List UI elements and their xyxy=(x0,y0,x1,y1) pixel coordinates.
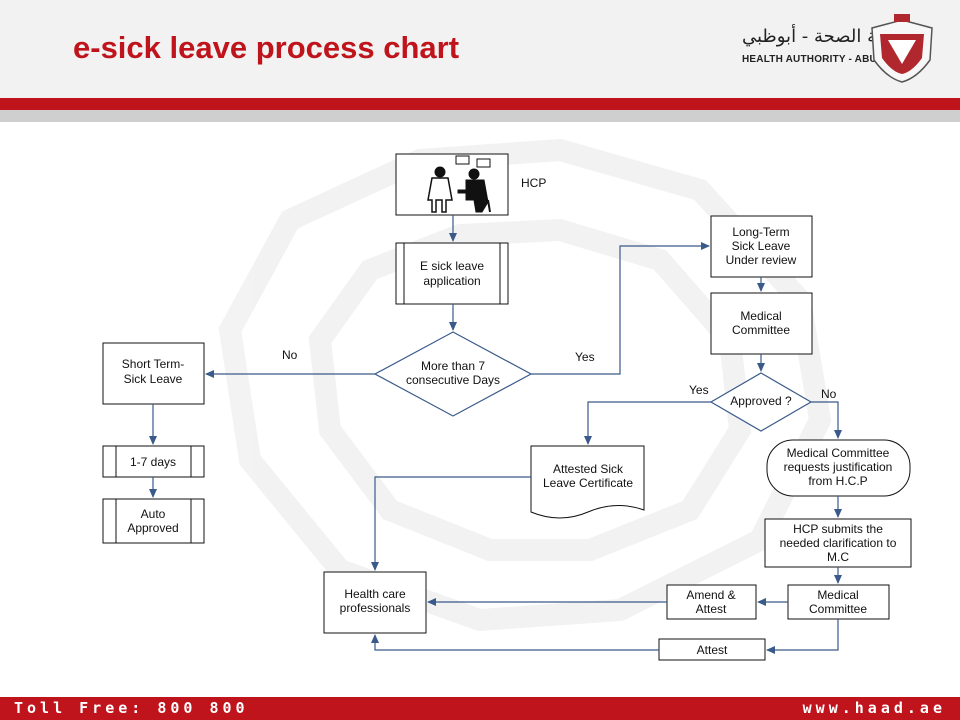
attested-certificate-line-1: Attested Sick xyxy=(553,462,624,476)
medical-committee-top-line-1: Medical xyxy=(740,309,781,323)
arrow-committee-to-attest xyxy=(767,619,838,650)
days-box: 1-7 days xyxy=(103,446,204,477)
footer-toll-free: Toll Free: 800 800 xyxy=(14,699,249,717)
clarification-box: HCP submits the needed clarification to … xyxy=(765,519,911,567)
health-care-line-2: professionals xyxy=(340,601,411,615)
arrow-approved-yes xyxy=(588,402,711,444)
health-care-box: Health care professionals xyxy=(324,572,426,633)
medical-committee-bottom-line-1: Medical xyxy=(817,588,858,602)
justification-terminator: Medical Committee requests justification… xyxy=(767,440,910,496)
medical-committee-bottom-box: Medical Committee xyxy=(788,585,889,619)
auto-approved-line-2: Approved xyxy=(127,521,178,535)
attested-certificate-line-2: Leave Certificate xyxy=(543,476,633,490)
footer-bar: Toll Free: 800 800 www.haad.ae xyxy=(0,697,960,720)
days-label: 1-7 days xyxy=(130,455,176,469)
decision-days-line-2: consecutive Days xyxy=(406,373,500,387)
decision-days-line-1: More than 7 xyxy=(421,359,485,373)
justification-line-1: Medical Committee xyxy=(787,446,890,460)
amend-attest-box: Amend & Attest xyxy=(667,585,756,619)
application-box: E sick leave application xyxy=(396,243,508,304)
health-care-line-1: Health care xyxy=(344,587,406,601)
footer-website: www.haad.ae xyxy=(803,699,946,717)
medical-committee-bottom-line-2: Committee xyxy=(809,602,867,616)
arrow-attest-to-health-care xyxy=(375,635,659,650)
decision-no-label: No xyxy=(282,348,298,362)
auto-approved-line-1: Auto xyxy=(141,507,166,521)
approved-decision-label: Approved ? xyxy=(730,394,792,408)
approved-yes-label: Yes xyxy=(689,383,709,397)
decision-days: More than 7 consecutive Days xyxy=(375,332,531,416)
hcp-box xyxy=(396,154,508,215)
hcp-label: HCP xyxy=(521,176,546,190)
application-line-2: application xyxy=(423,274,480,288)
attested-certificate-document: Attested Sick Leave Certificate xyxy=(531,446,644,518)
short-term-line-1: Short Term- xyxy=(122,357,184,371)
short-term-line-2: Sick Leave xyxy=(124,372,183,386)
amend-attest-line-1: Amend & xyxy=(686,588,735,602)
clarification-line-2: needed clarification to xyxy=(780,536,897,550)
attest-box: Attest xyxy=(659,639,765,660)
application-line-1: E sick leave xyxy=(420,259,484,273)
clarification-line-1: HCP submits the xyxy=(793,522,883,536)
long-term-line-2: Sick Leave xyxy=(732,239,791,253)
short-term-box: Short Term- Sick Leave xyxy=(103,343,204,404)
medical-committee-top-box: Medical Committee xyxy=(711,293,812,354)
long-term-box: Long-Term Sick Leave Under review xyxy=(711,216,812,277)
arrow-decision-to-long-term xyxy=(531,246,709,374)
clarification-line-3: M.C xyxy=(827,550,849,564)
amend-attest-line-2: Attest xyxy=(696,602,727,616)
auto-approved-box: Auto Approved xyxy=(103,499,204,543)
long-term-line-3: Under review xyxy=(726,253,797,267)
attest-label: Attest xyxy=(697,643,728,657)
decision-yes-label: Yes xyxy=(575,350,595,364)
justification-line-2: requests justification xyxy=(784,460,893,474)
justification-line-3: from H.C.P xyxy=(808,474,867,488)
approved-no-label: No xyxy=(821,387,837,401)
medical-committee-top-line-2: Committee xyxy=(732,323,790,337)
long-term-line-1: Long-Term xyxy=(732,225,789,239)
